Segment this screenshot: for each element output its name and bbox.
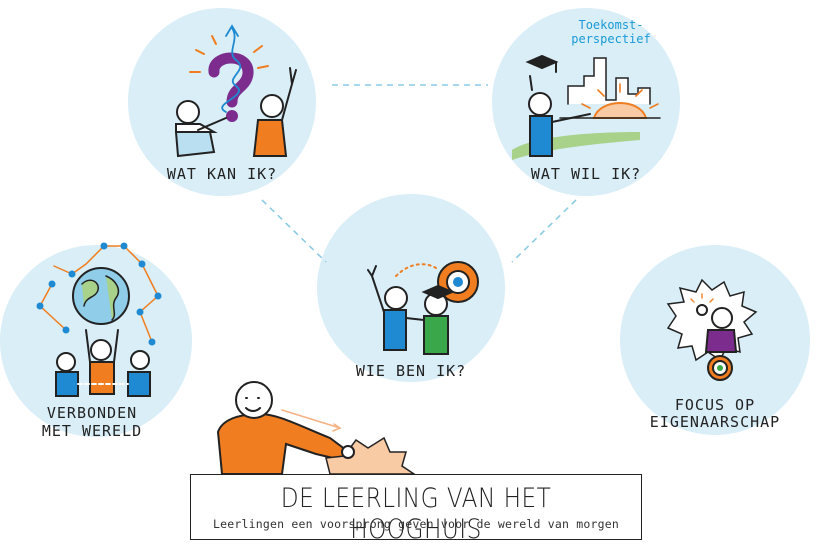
label-verbonden-2: MET WERELD xyxy=(41,422,143,440)
illustration-wie-ben-ik xyxy=(367,261,479,355)
connector-right xyxy=(511,199,577,263)
connector-left xyxy=(261,199,327,263)
label-toekomst-1: Toekomst- xyxy=(578,18,644,32)
page-subtitle: Leerlingen een voorsprong geven voor de … xyxy=(212,517,620,531)
label-wat-kan-ik: WAT KAN IK? xyxy=(166,165,278,183)
circle-wat-kan-ik xyxy=(128,8,316,196)
label-wie-ben-ik: WIE BEN IK? xyxy=(355,362,467,380)
illustration-mascot xyxy=(216,381,417,475)
page-title: DE LEERLING VAN HET HOOGHUIS xyxy=(280,483,552,545)
label-verbonden-1: VERBONDEN xyxy=(46,404,138,422)
graduation-cap-icon xyxy=(525,54,559,70)
lightbulb-icon xyxy=(696,304,708,316)
skyline-icon xyxy=(567,57,651,105)
illustration-verbonden xyxy=(36,242,162,397)
globe-icon xyxy=(72,267,130,325)
illustration-wat-kan-ik xyxy=(174,24,297,158)
label-focus-2: EIGENAARSCHAP xyxy=(649,413,781,431)
label-focus-1: FOCUS OP xyxy=(674,396,756,414)
illustration-focus xyxy=(666,278,758,381)
title-box: DE LEERLING VAN HET HOOGHUIS Leerlingen … xyxy=(190,474,642,545)
label-toekomst-2: perspectief xyxy=(571,32,651,46)
connector-lines xyxy=(261,84,577,263)
question-mark-icon xyxy=(208,52,254,108)
label-wat-wil-ik: WAT WIL IK? xyxy=(530,165,642,183)
illustration-wat-wil-ik xyxy=(512,54,661,160)
